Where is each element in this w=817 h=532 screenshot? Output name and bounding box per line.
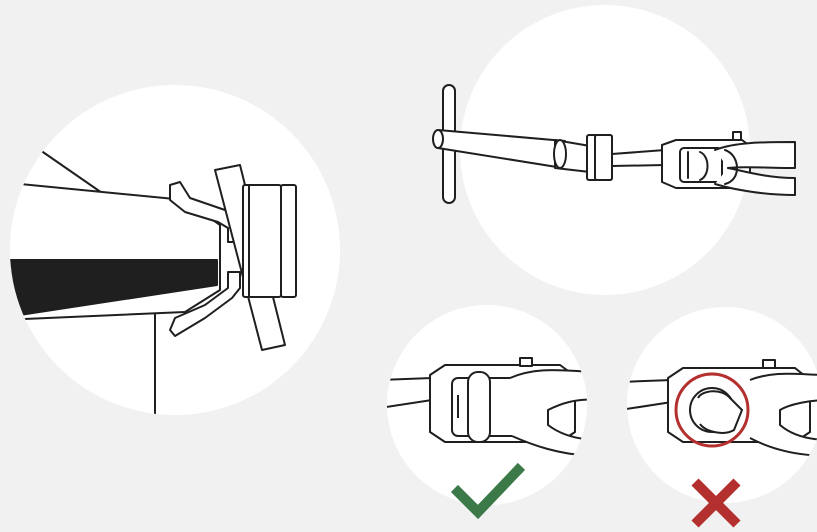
fork-upper-arm (714, 141, 796, 169)
problem-highlight-ring (674, 372, 750, 448)
incorrect-bolt-head (762, 359, 776, 369)
rod-end (432, 129, 444, 149)
coupler-face (594, 134, 613, 181)
connecting-rod (611, 149, 666, 167)
correct-example-panel (387, 305, 587, 520)
correct-bolt-head (519, 357, 533, 367)
check-mark-icon (450, 462, 526, 520)
correct-fork (509, 369, 587, 457)
linkage-overview-panel (432, 5, 796, 295)
arm-band (10, 259, 218, 319)
incorrect-fork (749, 372, 817, 457)
cross-mark-icon (691, 478, 741, 528)
clevis-bolt-head (732, 131, 742, 141)
surface-edge-line (39, 149, 106, 196)
detail-closeup-panel (10, 85, 340, 415)
correct-pin-roller (467, 371, 491, 443)
lower-clip (169, 271, 241, 337)
fork-inner-curve (724, 149, 738, 185)
sleeve-end (553, 139, 567, 169)
upper-clip (169, 181, 241, 243)
end-cap-rim (280, 184, 297, 298)
clevis-pin-detail (687, 151, 709, 181)
clevis-pin-body (679, 147, 723, 183)
incorrect-pin-shaft (697, 390, 743, 434)
incorrect-example-panel (627, 307, 817, 528)
